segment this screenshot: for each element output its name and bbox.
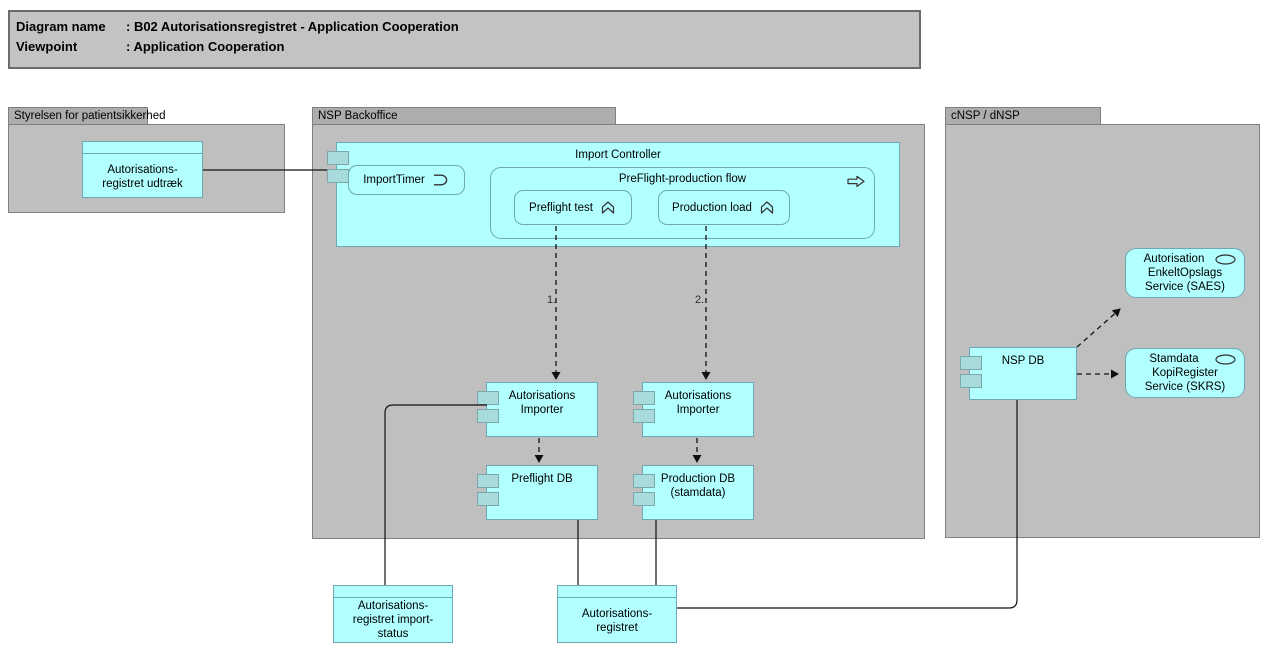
component-port	[477, 492, 499, 506]
component-port	[477, 391, 499, 405]
node-skrs-service[interactable]: Stamdata KopiRegister Service (SKRS)	[1125, 348, 1245, 398]
node-label: Production DB	[660, 473, 736, 485]
node-label: Autorisations-	[357, 600, 429, 612]
data-object-header	[558, 586, 676, 598]
group-nsp-backoffice-tab[interactable]: NSP Backoffice	[312, 107, 616, 125]
group-styrelsen-label: Styrelsen for patientsikkerhed	[14, 110, 166, 122]
data-object-header	[83, 142, 202, 154]
node-production-db[interactable]: Production DB (stamdata)	[633, 465, 754, 520]
node-label: Service (SKRS)	[1144, 381, 1226, 393]
component-port	[327, 169, 349, 183]
node-label: registret import-	[352, 614, 434, 626]
diagram-name-row: Diagram name : B02 Autorisationsregistret…	[16, 17, 919, 37]
component-port	[633, 409, 655, 423]
node-autorisationsregistret-udtraek[interactable]: Autorisations- registret udtræk	[82, 141, 203, 198]
node-nsp-db[interactable]: NSP DB	[960, 347, 1077, 400]
component-port	[960, 374, 982, 388]
import-timer-label: ImportTimer	[363, 174, 425, 186]
service-icon	[1215, 254, 1236, 265]
node-autorisationsregistret[interactable]: Autorisations- registret	[557, 585, 677, 643]
node-label: Service (SAES)	[1145, 281, 1225, 293]
node-autorisationsregistret-import-status[interactable]: Autorisations- registret import- status	[333, 585, 453, 643]
node-label: status	[377, 628, 409, 640]
title-block: Diagram name : B02 Autorisationsregistret…	[8, 10, 921, 69]
component-port	[633, 391, 655, 405]
node-preflight-test[interactable]: Preflight test	[514, 190, 632, 225]
node-autorisations-importer-preflight[interactable]: Autorisations Importer	[477, 382, 598, 437]
flow-container-label: PreFlight-production flow	[618, 173, 747, 185]
node-label: EnkeltOpslags	[1147, 267, 1223, 279]
node-label: Preflight DB	[511, 473, 573, 485]
data-object-header	[334, 586, 452, 598]
node-label: Autorisations	[664, 390, 732, 402]
node-label: Autorisation	[1143, 253, 1205, 265]
node-label: Autorisations-	[107, 163, 178, 176]
node-label: Stamdata	[1149, 353, 1199, 365]
component-port	[960, 356, 982, 370]
node-label: Importer	[520, 404, 564, 416]
group-cnsp-tab[interactable]: cNSP / dNSP	[945, 107, 1101, 125]
function-icon	[760, 201, 774, 214]
component-port	[477, 474, 499, 488]
nsp-db-label: NSP DB	[1001, 355, 1045, 367]
node-autorisations-importer-production[interactable]: Autorisations Importer	[633, 382, 754, 437]
group-nsp-backoffice-label: NSP Backoffice	[318, 110, 398, 122]
node-label: (stamdata)	[670, 487, 726, 499]
edge-label-1: 1.	[547, 294, 557, 306]
function-icon	[601, 201, 615, 214]
node-preflight-db[interactable]: Preflight DB	[477, 465, 598, 520]
edge-label-2: 2.	[695, 294, 705, 306]
group-cnsp-body[interactable]	[945, 124, 1260, 538]
node-import-timer[interactable]: ImportTimer	[348, 165, 465, 195]
diagram-name-label: Diagram name	[16, 19, 106, 34]
production-load-label: Production load	[672, 201, 752, 214]
node-label: Importer	[676, 404, 720, 416]
flow-arrow-icon	[847, 175, 865, 187]
preflight-test-label: Preflight test	[529, 201, 593, 214]
node-saes-service[interactable]: Autorisation EnkeltOpslags Service (SAES…	[1125, 248, 1245, 298]
node-label: registret	[596, 621, 638, 634]
service-icon	[1215, 354, 1236, 365]
viewpoint-label: Viewpoint	[16, 39, 78, 54]
node-label: registret udtræk	[102, 177, 183, 190]
component-port	[633, 474, 655, 488]
node-label: Autorisations-	[581, 607, 653, 620]
group-cnsp-label: cNSP / dNSP	[951, 110, 1020, 122]
component-port	[477, 409, 499, 423]
event-icon	[433, 174, 447, 186]
component-port	[633, 492, 655, 506]
group-styrelsen-tab[interactable]: Styrelsen for patientsikkerhed	[8, 107, 166, 125]
node-label: Autorisations	[508, 390, 576, 402]
node-production-load[interactable]: Production load	[658, 190, 790, 225]
diagram-name-value: : B02 Autorisationsregistret - Applicati…	[126, 19, 459, 34]
node-label: KopiRegister	[1152, 367, 1218, 379]
import-controller-label: Import Controller	[575, 149, 661, 161]
component-port	[327, 151, 349, 165]
viewpoint-row: Viewpoint : Application Cooperation	[16, 37, 919, 57]
viewpoint-value: : Application Cooperation	[126, 39, 285, 54]
